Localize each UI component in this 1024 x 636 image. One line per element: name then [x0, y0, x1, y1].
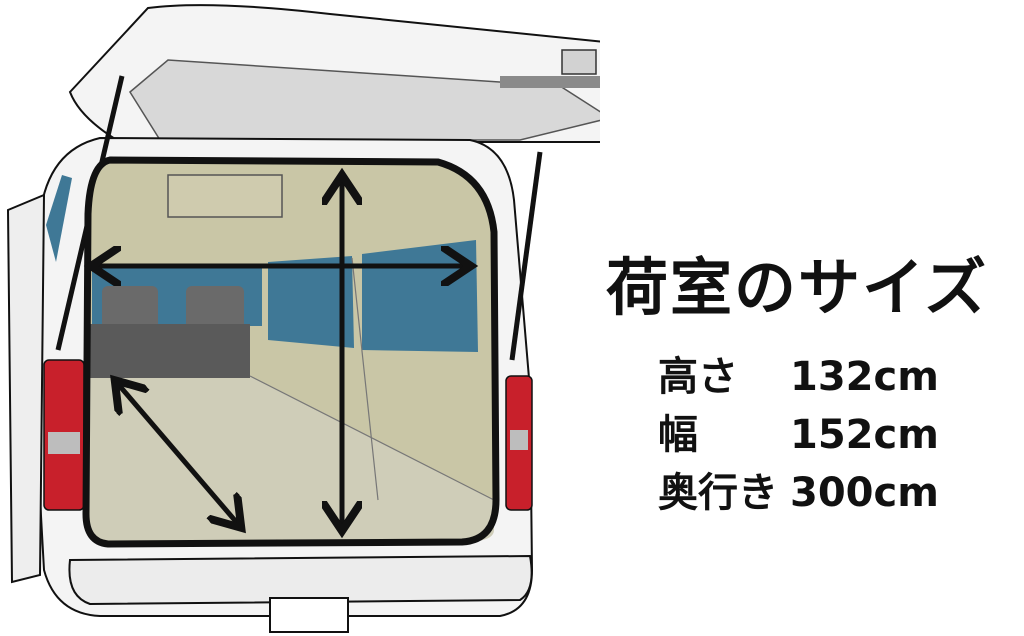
- seat-left: [102, 286, 158, 330]
- spec-height: 高さ 132cm: [658, 344, 1010, 402]
- cargo-interior: [82, 156, 500, 548]
- side-window: [46, 175, 72, 262]
- seat-bench: [90, 324, 250, 378]
- spec-depth: 奥行き 300cm: [658, 460, 1010, 518]
- spec-label: 奥行き: [658, 470, 778, 516]
- spec-width: 幅 152cm: [658, 402, 1010, 460]
- ceiling-light: [167, 174, 283, 218]
- panel-title: 荷室のサイズ: [606, 251, 989, 324]
- door-frame: [82, 156, 500, 548]
- license-plate: [269, 597, 349, 633]
- spec-value: 300cm: [790, 470, 939, 516]
- spec-label: 幅: [658, 412, 698, 458]
- depth-arrow: [118, 384, 238, 524]
- spec-value: 132cm: [790, 354, 939, 400]
- hatch-handle: [500, 76, 600, 88]
- van-illustration: [6, 4, 600, 633]
- spec-label: 高さ: [658, 354, 738, 400]
- strut-right: [509, 151, 543, 361]
- seat-right: [186, 286, 244, 330]
- bumper: [68, 554, 533, 606]
- hatch-light: [561, 49, 597, 75]
- side-door: [6, 193, 46, 584]
- reflector-left: [48, 432, 80, 454]
- cargo-size-panel: 荷室のサイズ 高さ 132cm 幅 152cm 奥行き 300cm: [600, 250, 1010, 518]
- reflector-right: [510, 430, 528, 450]
- side-window-2: [362, 240, 478, 352]
- open-tailgate: [68, 4, 600, 143]
- spec-value: 152cm: [790, 412, 939, 458]
